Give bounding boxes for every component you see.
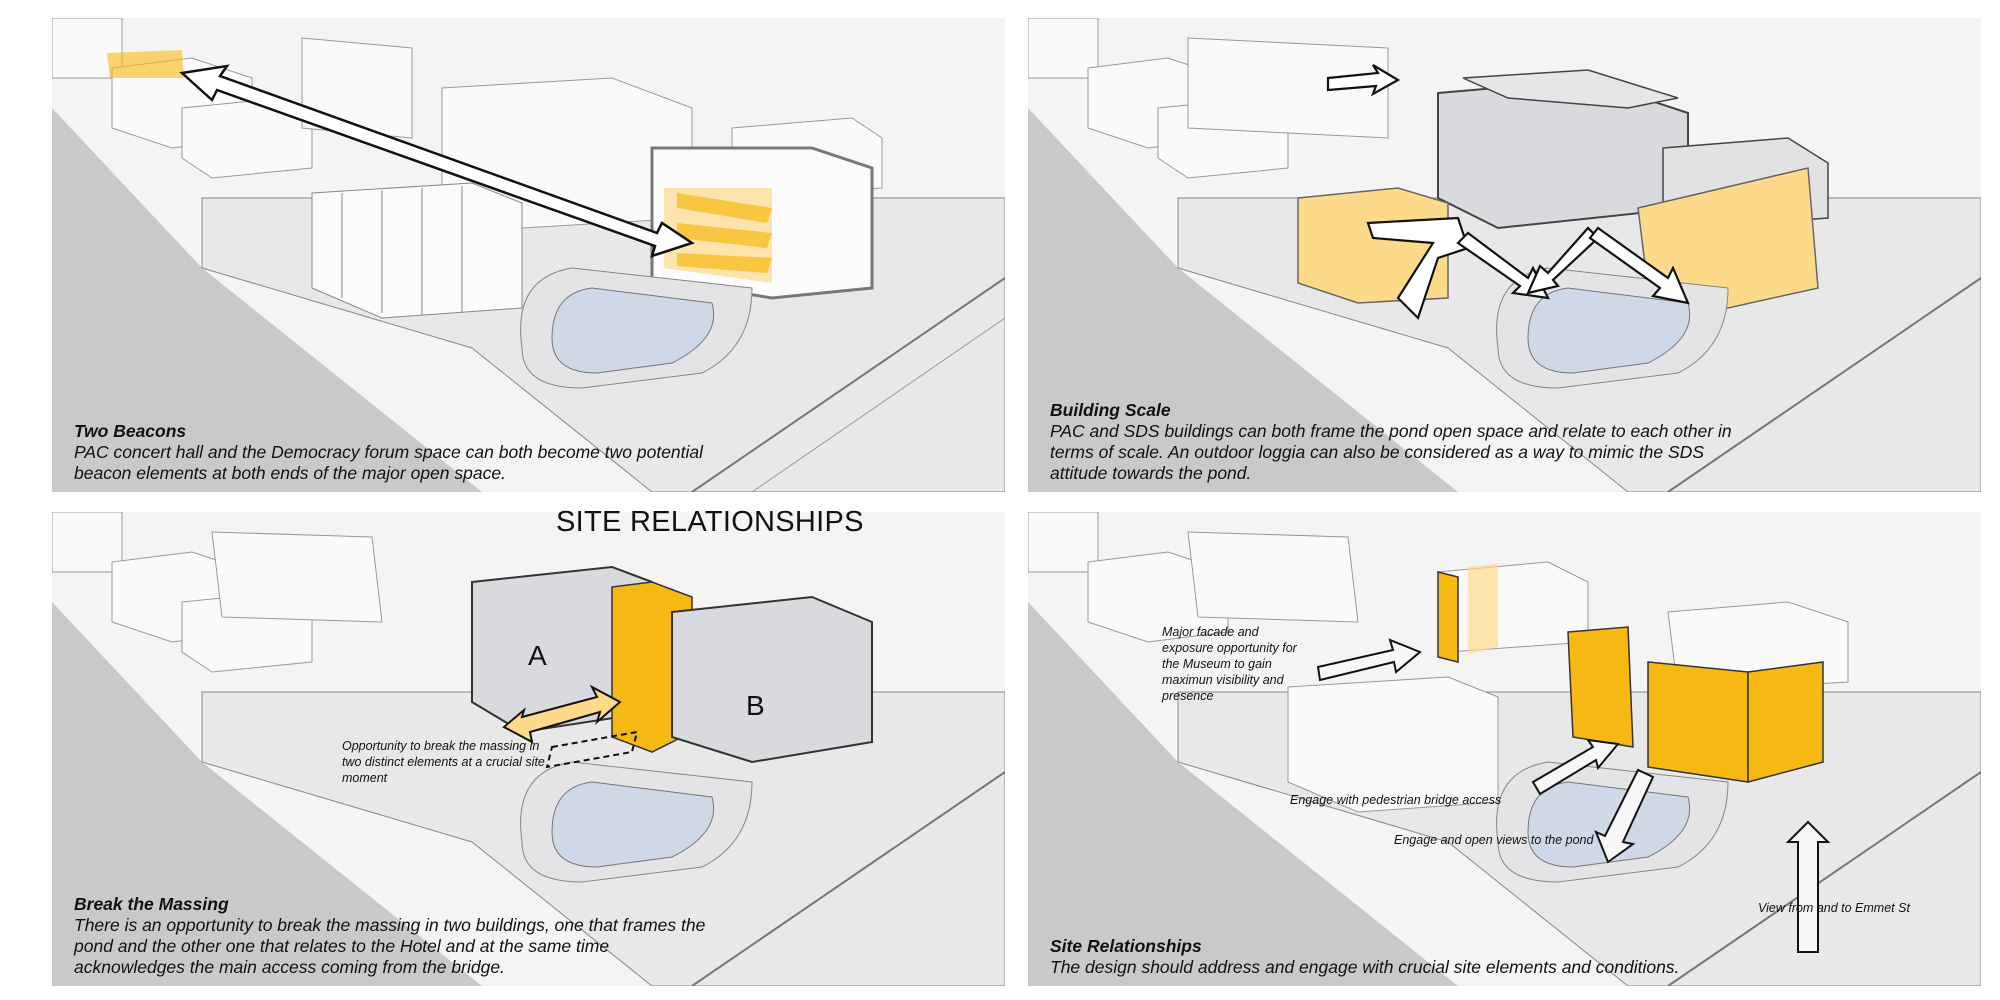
site-diagram-building-scale xyxy=(1028,18,1981,492)
panel-site-relationships: Major facade and exposure opportunity fo… xyxy=(1028,512,1981,986)
caption-title: Building Scale xyxy=(1050,400,1171,420)
label-mass-b: B xyxy=(746,690,765,721)
caption-title: Break the Massing xyxy=(74,894,229,914)
site-diagram-break-massing xyxy=(52,512,1005,986)
caption-title: Two Beacons xyxy=(74,421,187,441)
label-mass-a: A xyxy=(528,640,547,671)
site-diagram-two-beacons xyxy=(52,18,1005,492)
caption-site-relationships: Site Relationships The design should add… xyxy=(1050,936,1690,978)
pond-facade xyxy=(1567,626,1634,748)
museum-facade xyxy=(1437,571,1459,663)
panel-break-the-massing: A B Opportunity to break the massing in … xyxy=(52,512,1005,986)
mass-b xyxy=(671,595,873,764)
double-arrow-beacons xyxy=(179,64,695,258)
center-building xyxy=(311,182,523,319)
note-pond-views: Engage and open views to the pond xyxy=(1394,833,1594,847)
beacon-left xyxy=(107,50,184,78)
context-buildings xyxy=(52,512,383,673)
caption-title: Site Relationships xyxy=(1050,936,1202,956)
caption-text: PAC and SDS buildings can both frame the… xyxy=(1050,421,1732,483)
caption-two-beacons: Two Beacons PAC concert hall and the Dem… xyxy=(74,421,714,484)
shadow-ground xyxy=(52,108,482,492)
note-museum-facade: Major facade and exposure opportunity fo… xyxy=(1162,625,1297,703)
site-diagram-site-relationships xyxy=(1028,512,1981,986)
scale-arrows xyxy=(1326,64,1690,321)
panel-building-scale: Building Scale PAC and SDS buildings can… xyxy=(1028,18,1981,492)
pond xyxy=(551,287,715,374)
caption-text: The design should address and engage wit… xyxy=(1050,957,1680,977)
emmet-facade xyxy=(1747,661,1824,783)
pac-building xyxy=(1297,187,1449,304)
caption-text: There is an opportunity to break the mas… xyxy=(74,915,706,977)
pond xyxy=(551,781,715,868)
bridge-facade xyxy=(1647,661,1749,783)
note-bridge-access: Engage with pedestrian bridge access xyxy=(1290,793,1502,807)
relationship-arrows xyxy=(1316,638,1831,953)
caption-break-massing: Break the Massing There is an opportunit… xyxy=(74,894,714,978)
beacon-building-right xyxy=(650,146,874,300)
museum-facade-ghost xyxy=(1468,564,1498,654)
pond xyxy=(1527,287,1691,374)
note-emmet-st: View from and to Emmet St xyxy=(1758,901,1910,915)
note-break-opportunity: Opportunity to break the massing in two … xyxy=(342,739,545,785)
caption-building-scale: Building Scale PAC and SDS buildings can… xyxy=(1050,400,1750,484)
panel-two-beacons: Two Beacons PAC concert hall and the Dem… xyxy=(52,18,1005,492)
context-buildings xyxy=(1028,18,1389,179)
break-arrow xyxy=(502,684,622,744)
page-title: SITE RELATIONSHIPS xyxy=(556,506,864,538)
dashed-footprint xyxy=(545,730,639,769)
caption-text: PAC concert hall and the Democracy forum… xyxy=(74,442,704,483)
